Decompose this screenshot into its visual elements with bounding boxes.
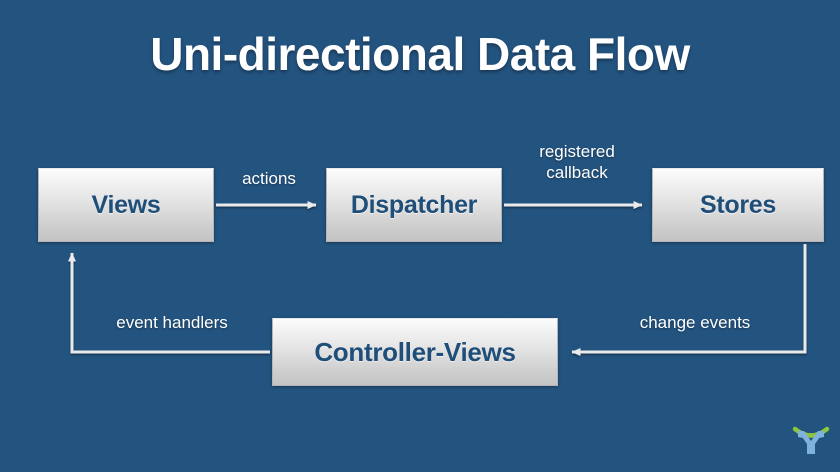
logo-figure-icon (798, 431, 824, 454)
company-logo (792, 426, 830, 454)
arrow-stores-to-controller (571, 244, 807, 356)
edge-label-change-events: change events (639, 313, 751, 332)
node-views[interactable]: Views (38, 168, 214, 242)
node-stores-label: Stores (699, 190, 776, 219)
node-controller-views[interactable]: Controller-Views (272, 318, 558, 386)
node-dispatcher-label: Dispatcher (350, 190, 478, 219)
node-controller-views-label: Controller-Views (314, 336, 516, 367)
node-views-label: Views (91, 190, 161, 219)
logo-arc-icon (792, 426, 830, 438)
arrow-controller-to-views (68, 252, 270, 354)
edge-label-registered-callback: registered callback (539, 142, 615, 182)
node-stores[interactable]: Stores (652, 168, 824, 242)
node-dispatcher[interactable]: Dispatcher (326, 168, 502, 242)
page-title: Uni-directional Data Flow (150, 28, 690, 80)
edge-label-actions: actions (242, 169, 296, 188)
edge-label-event-handlers: event handlers (116, 313, 228, 332)
